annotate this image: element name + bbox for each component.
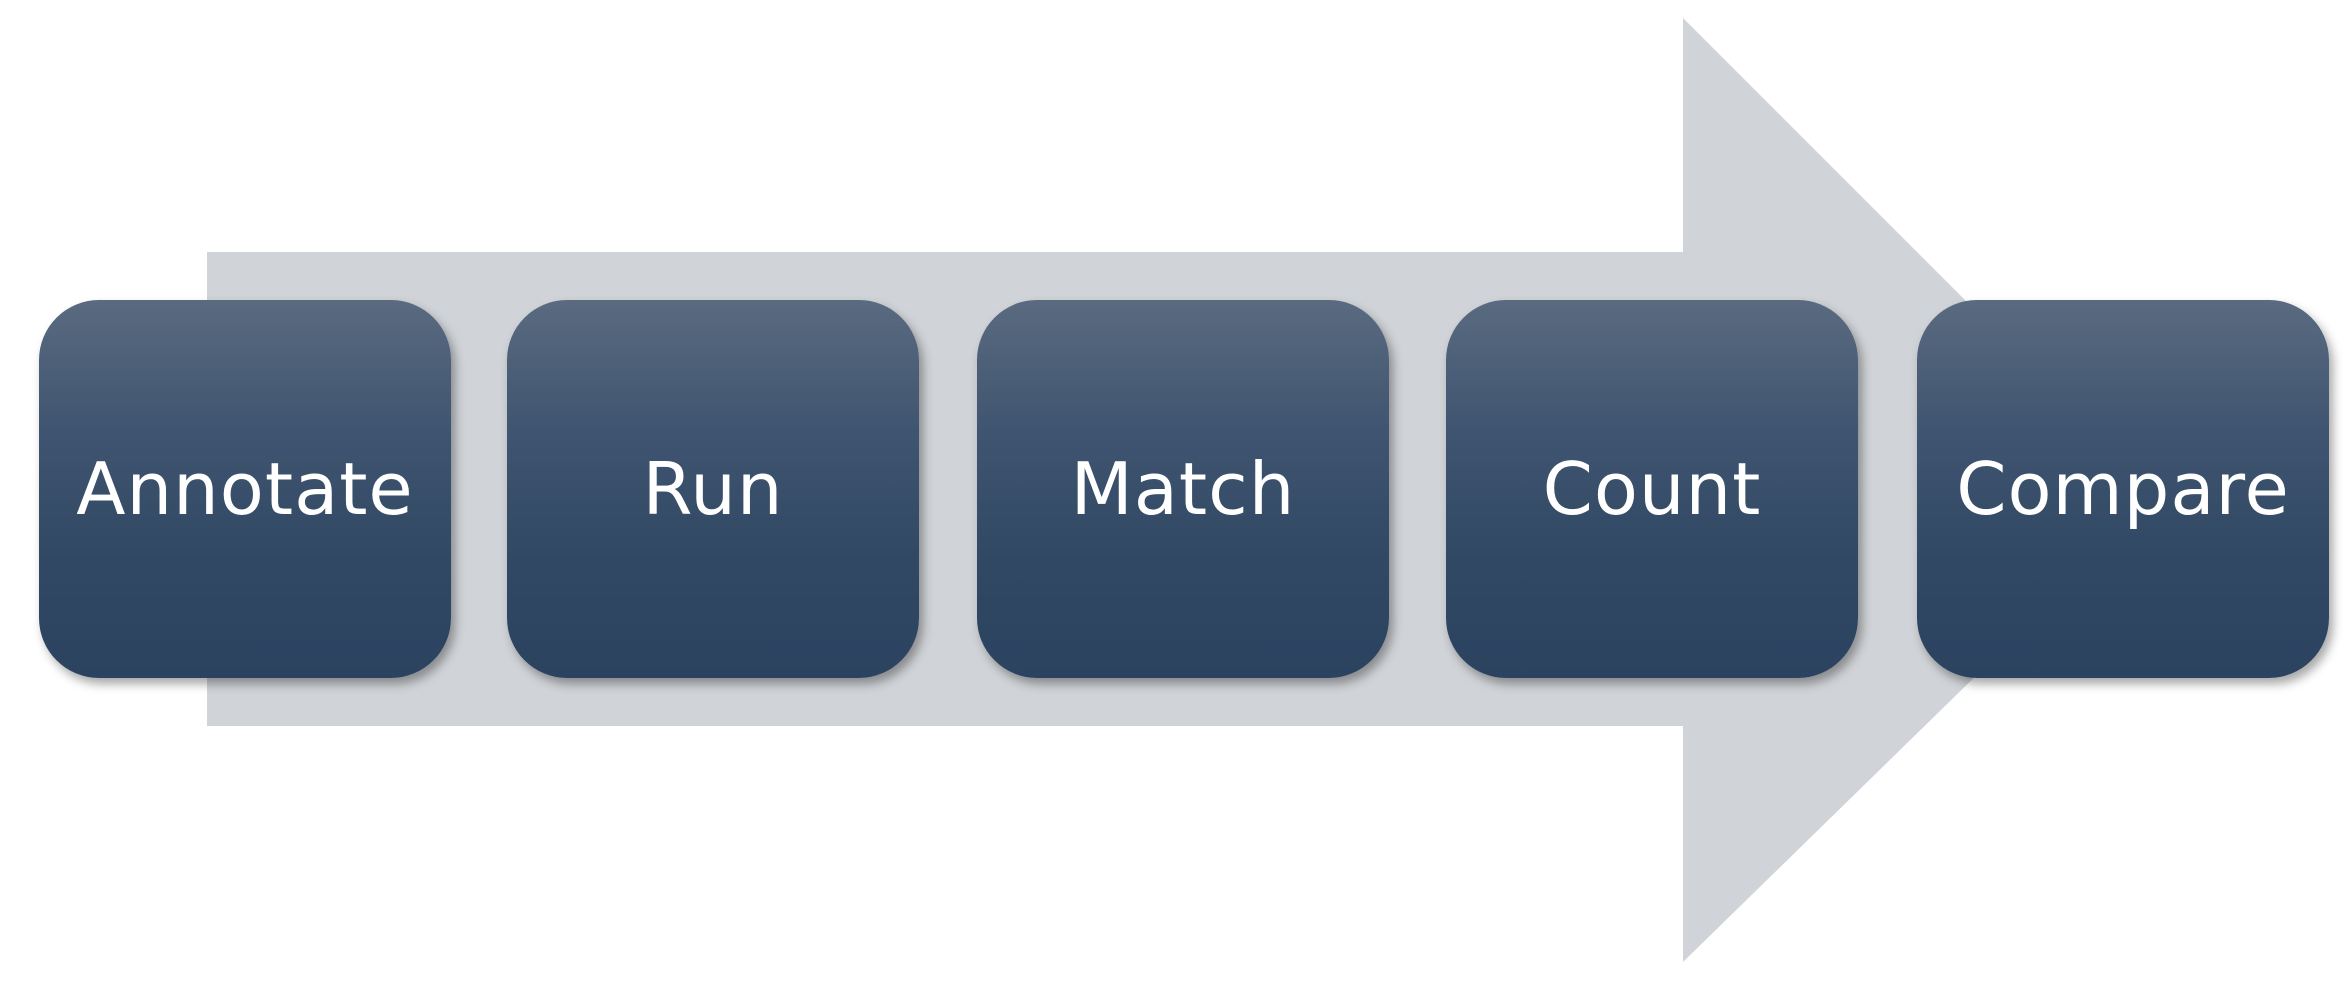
step-compare: Compare [1917,300,2329,678]
step-match: Match [977,300,1389,678]
step-label-run: Run [642,447,784,531]
step-label-count: Count [1542,447,1762,531]
step-run: Run [507,300,919,678]
step-label-match: Match [1070,447,1296,531]
step-annotate: Annotate [39,300,451,678]
step-count: Count [1446,300,1858,678]
step-label-annotate: Annotate [76,447,414,531]
step-label-compare: Compare [1956,447,2290,531]
